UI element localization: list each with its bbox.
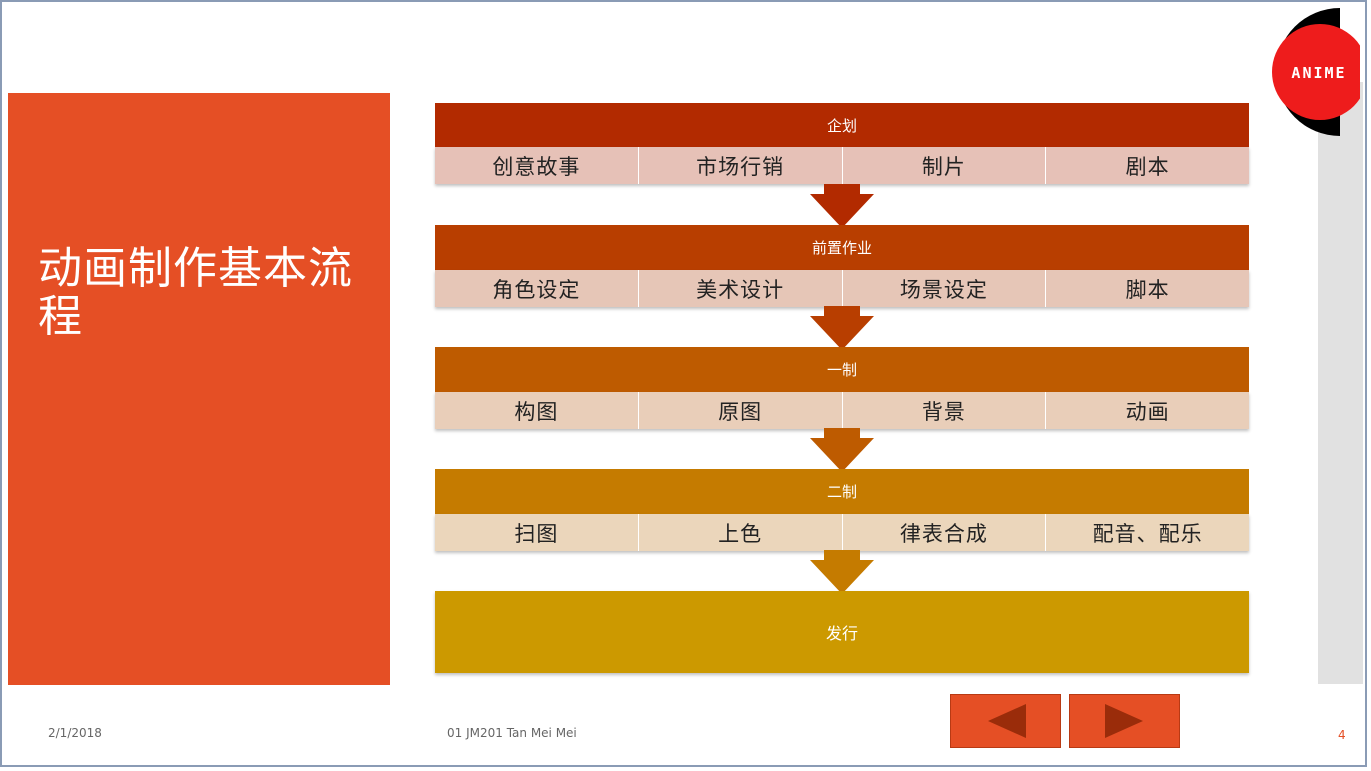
triangle-left-icon — [987, 704, 1026, 738]
title-panel — [8, 93, 390, 685]
previous-slide-button[interactable] — [950, 694, 1061, 748]
slide-title: 动画制作基本流程 — [38, 243, 353, 342]
stage-item: 构图 — [435, 392, 639, 429]
stage-header-preproduction: 前置作业 — [435, 225, 1249, 270]
down-arrow-icon — [810, 306, 874, 350]
logo-text: ANIME — [1291, 64, 1346, 82]
stage-item: 背景 — [843, 392, 1047, 429]
stage-item: 原图 — [639, 392, 843, 429]
down-arrow-icon — [810, 428, 874, 472]
stage-item: 律表合成 — [843, 514, 1047, 551]
stage-items-second-production: 扫图 上色 律表合成 配音、配乐 — [435, 514, 1249, 551]
stage-item: 角色设定 — [435, 270, 639, 307]
stage-item: 上色 — [639, 514, 843, 551]
side-strip — [1318, 82, 1363, 684]
down-arrow-icon — [810, 550, 874, 594]
stage-header-second-production: 二制 — [435, 469, 1249, 514]
stage-item: 扫图 — [435, 514, 639, 551]
page-number: 4 — [1338, 728, 1346, 742]
anime-logo: ANIME — [1272, 8, 1360, 136]
footer-date: 2/1/2018 — [48, 726, 102, 740]
stage-item: 配音、配乐 — [1092, 521, 1203, 546]
stage-item: 制片 — [843, 147, 1047, 184]
stage-items-preproduction: 角色设定 美术设计 场景设定 脚本 — [435, 270, 1249, 307]
triangle-right-icon — [1104, 704, 1143, 738]
down-arrow-icon — [810, 184, 874, 228]
stage-item: 动画 — [1125, 399, 1170, 424]
stage-item: 市场行销 — [639, 147, 843, 184]
stage-header-planning: 企划 — [435, 103, 1249, 147]
stage-item: 脚本 — [1125, 277, 1170, 302]
stage-header-first-production: 一制 — [435, 347, 1249, 392]
stage-item: 创意故事 — [435, 147, 639, 184]
stage-items-planning: 创意故事 市场行销 制片 剧本 — [435, 147, 1249, 184]
stage-items-first-production: 构图 原图 背景 动画 — [435, 392, 1249, 429]
stage-item: 剧本 — [1125, 154, 1170, 179]
footer-author: 01 JM201 Tan Mei Mei — [447, 726, 577, 740]
stage-item: 美术设计 — [639, 270, 843, 307]
stage-release: 发行 — [435, 591, 1249, 673]
stage-item: 场景设定 — [843, 270, 1047, 307]
next-slide-button[interactable] — [1069, 694, 1180, 748]
